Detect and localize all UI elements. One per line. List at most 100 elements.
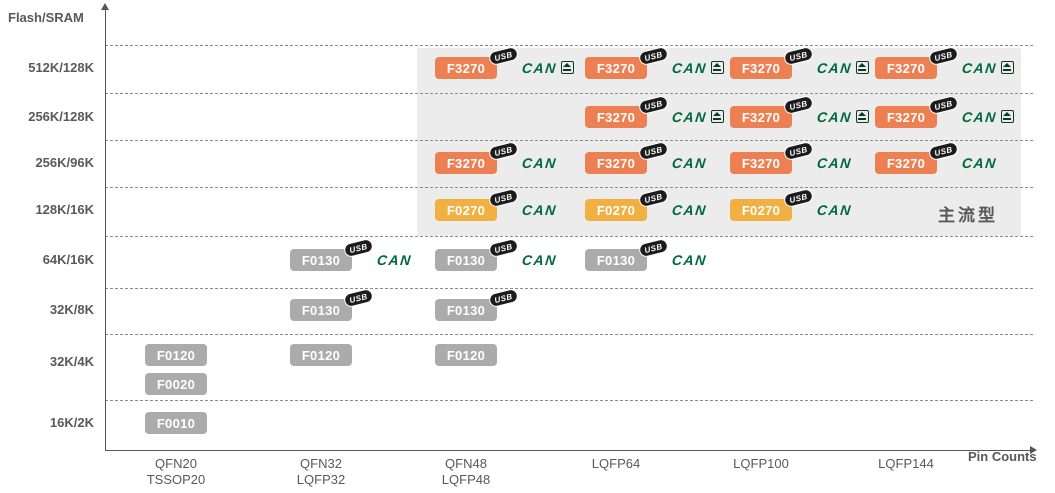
can-fd-icon <box>561 61 574 74</box>
can-icon: CAN <box>961 60 998 76</box>
chip-part-number: F0130 <box>435 249 497 271</box>
chip-part-number: F3270 <box>435 152 497 174</box>
flash-sram-tick-label: 128K/16K <box>35 202 94 217</box>
chip-part-number: F3270 <box>730 152 792 174</box>
can-icon: CAN <box>521 60 558 76</box>
chip-part-number: F0270 <box>585 199 647 221</box>
can-icon: CAN <box>816 109 853 125</box>
can-icon: CAN <box>961 109 998 125</box>
usb-icon: USB <box>487 237 520 259</box>
usb-icon: USB <box>782 187 815 209</box>
package-tick-label-line: QFN48 <box>445 456 487 471</box>
chip-part-number: F0010 <box>145 412 207 434</box>
usb-icon: USB <box>487 187 520 209</box>
can-icon: CAN <box>816 60 853 76</box>
row-separator-line <box>105 236 1033 237</box>
chip-part-number: F0270 <box>435 199 497 221</box>
chip-part-number: F3270 <box>585 57 647 79</box>
x-axis-arrow-icon <box>1030 446 1037 454</box>
can-icon: CAN <box>671 252 708 268</box>
package-tick-label-line: LQFP64 <box>591 456 641 471</box>
mainstream-label: 主流型 <box>938 206 998 225</box>
usb-icon: USB <box>782 45 815 67</box>
chip-part-number: F3270 <box>585 106 647 128</box>
flash-sram-tick-label: 32K/8K <box>49 302 94 317</box>
flash-sram-tick-label: 256K/96K <box>35 155 94 170</box>
usb-icon: USB <box>637 237 670 259</box>
flash-sram-tick-label: 64K/16K <box>42 252 94 267</box>
can-fd-icon <box>1001 110 1014 123</box>
package-tick-label: LQFP100 <box>701 456 821 472</box>
chip-part-number: F0130 <box>290 299 352 321</box>
usb-icon: USB <box>637 94 670 116</box>
row-separator-line <box>105 288 1033 289</box>
usb-icon: USB <box>782 140 815 162</box>
usb-icon: USB <box>782 94 815 116</box>
can-fd-icon <box>856 61 869 74</box>
usb-icon: USB <box>637 140 670 162</box>
chip-F0120: F0120 <box>145 344 207 366</box>
chip-part-number: F3270 <box>730 106 792 128</box>
chip-part-number: F0130 <box>435 299 497 321</box>
can-fd-icon <box>856 110 869 123</box>
chip-part-number: F3270 <box>875 152 937 174</box>
flash-sram-tick-label: 256K/128K <box>28 109 94 124</box>
usb-icon: USB <box>927 140 960 162</box>
can-fd-icon <box>711 61 724 74</box>
x-axis-label: Pin Counts <box>968 449 1037 464</box>
chip-part-number: F0120 <box>290 344 352 366</box>
can-icon: CAN <box>671 109 708 125</box>
can-icon: CAN <box>816 155 853 171</box>
flash-sram-tick-label: 32K/4K <box>49 354 94 369</box>
usb-icon: USB <box>637 45 670 67</box>
package-tick-label-line: LQFP48 <box>441 472 491 487</box>
package-tick-label-line: TSSOP20 <box>146 472 206 487</box>
row-separator-line <box>105 93 1033 94</box>
chip-part-number: F0270 <box>730 199 792 221</box>
package-tick-label-line: QFN20 <box>155 456 197 471</box>
usb-icon: USB <box>637 187 670 209</box>
can-icon: CAN <box>376 252 413 268</box>
package-tick-label: LQFP64 <box>556 456 676 472</box>
y-axis-label: Flash/SRAM <box>8 10 84 25</box>
row-separator-line <box>105 140 1033 141</box>
y-axis-arrow-icon <box>101 3 109 10</box>
package-tick-label-line: LQFP100 <box>733 456 789 471</box>
chip-F0120: F0120 <box>435 344 497 366</box>
row-separator-line <box>105 187 1033 188</box>
x-axis-line <box>105 450 1031 451</box>
row-separator-line <box>105 400 1033 401</box>
package-tick-label-line: QFN32 <box>300 456 342 471</box>
can-icon: CAN <box>521 202 558 218</box>
usb-icon: USB <box>927 94 960 116</box>
can-icon: CAN <box>671 155 708 171</box>
usb-icon: USB <box>927 45 960 67</box>
can-fd-icon <box>1001 61 1014 74</box>
chip-part-number: F0020 <box>145 373 207 395</box>
chip-part-number: F3270 <box>875 106 937 128</box>
chip-part-number: F3270 <box>585 152 647 174</box>
flash-sram-tick-label: 16K/2K <box>49 415 94 430</box>
chip-part-number: F0120 <box>435 344 497 366</box>
